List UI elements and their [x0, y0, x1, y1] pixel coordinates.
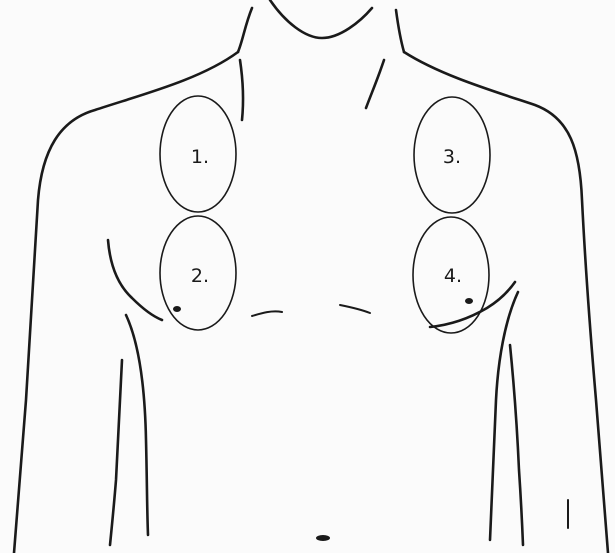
sternum-right-mark	[340, 305, 370, 313]
zone-4: 4.	[413, 217, 489, 333]
right-forearm-line	[510, 345, 523, 545]
left-inner-arm-line	[126, 315, 148, 535]
left-clavicle-line	[240, 60, 243, 120]
neck-left-line	[238, 8, 252, 52]
left-forearm-line	[110, 360, 122, 545]
neck-curve	[270, 0, 372, 38]
zone-1: 1.	[160, 96, 236, 212]
zone-4-label: 4.	[444, 265, 462, 287]
neck-right-line	[396, 10, 404, 52]
right-inner-arm-line	[490, 292, 518, 540]
zone-1-label: 1.	[191, 146, 209, 168]
zone-3: 3.	[414, 97, 490, 213]
zone-2: 2.	[160, 216, 236, 330]
sternum-left-mark	[252, 311, 282, 316]
zone-3-label: 3.	[443, 146, 461, 168]
left-shoulder-arm-line	[14, 52, 238, 553]
right-shoulder-arm-line	[404, 52, 608, 553]
navel	[316, 535, 330, 541]
left-nipple	[173, 306, 181, 312]
zone-2-label: 2.	[191, 265, 209, 287]
right-pectoral-line	[430, 282, 515, 327]
left-pectoral-line	[108, 240, 162, 320]
right-clavicle-line	[366, 60, 384, 108]
right-nipple	[465, 298, 473, 304]
